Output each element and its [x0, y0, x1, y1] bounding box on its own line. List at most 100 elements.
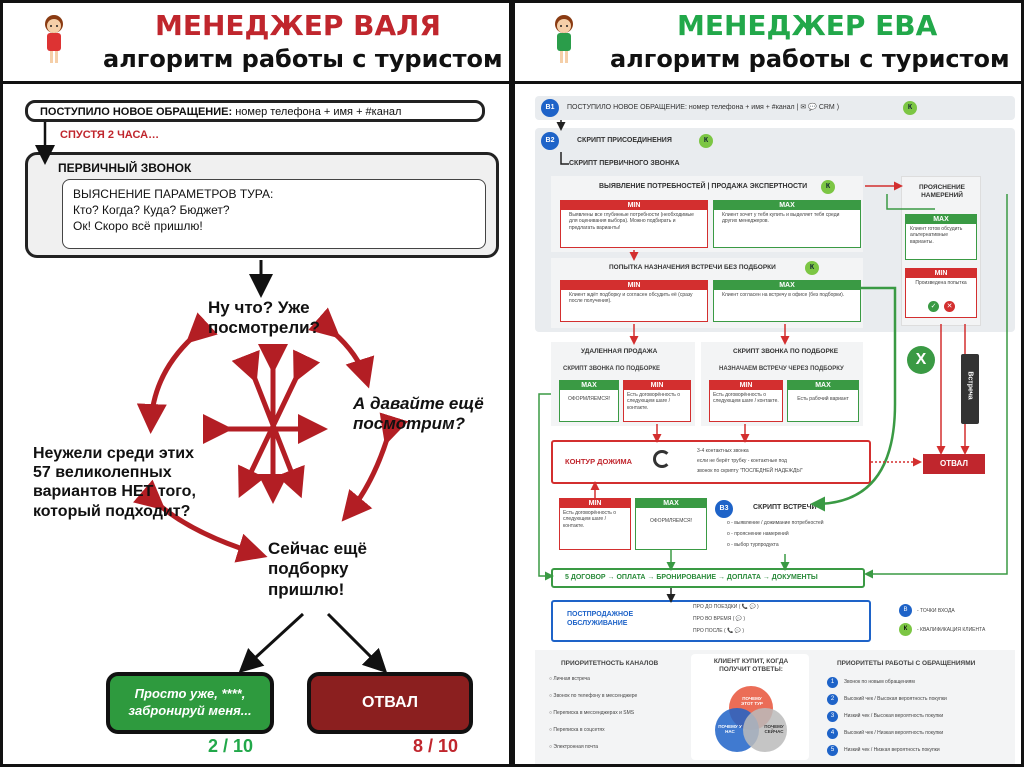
b2-badge: B2 [541, 132, 559, 150]
legend-k-icon: К [899, 623, 912, 636]
x-circle-icon: X [907, 346, 935, 374]
fail-text: ОТВАЛ [940, 459, 968, 468]
b1-text: ПОСТУПИЛО НОВОЕ ОБРАЩЕНИЕ: номер телефон… [567, 104, 840, 111]
channel-item: ○ Личная встреча [549, 676, 590, 682]
meet-max-text: Клиент согласен на встречу в офисе (без … [722, 292, 845, 298]
max-header: MAX [906, 215, 976, 224]
question-bottom: Сейчас ещё подборку пришлю! [268, 539, 367, 599]
venn-diagram [715, 686, 787, 752]
prio-item: 4 Высокий чек / Низкая вероятность покуп… [827, 725, 1007, 742]
format-text: ОФОРМЛЯЕМСЯ! [649, 518, 693, 524]
meeting-script-line: о - прояснение намерений [727, 531, 789, 537]
needs-min-text: Выявлены все глубинные потребности (необ… [569, 212, 694, 231]
result-good-text: Просто уже, ****, забронируй меня... [128, 686, 252, 718]
clarify-title: ПРОЯСНЕНИЕ НАМЕРЕНИЙ [919, 184, 965, 200]
prio-label: Низкий чек / Низкая вероятность покупки [844, 747, 940, 754]
prio-title: ПРИОРИТЕТЫ РАБОТЫ С ОБРАЩЕНИЯМИ [837, 660, 976, 667]
meeting-script-line: о - выбор турпродукта [727, 542, 779, 548]
chain-text: 5 ДОГОВОР → ОПЛАТА → БРОНИРОВАНИЕ → ДОПЛ… [565, 574, 818, 581]
agree-next-text: Есть договорённость о следующем шаге / к… [713, 392, 779, 405]
channel-label: Личная встреча [553, 676, 590, 682]
meeting-strip-label: Встреча [966, 371, 974, 400]
clarify-min-box: MIN Произведена попытка ✓ ✕ [905, 268, 977, 318]
prio-item: 2 Высокий чек / Высокая вероятность поку… [827, 691, 1007, 708]
prio-num: 4 [827, 728, 838, 739]
first-call-title: ПЕРВИЧНЫЙ ЗВОНОК [58, 161, 192, 175]
right-subtitle: алгоритм работы с туристом [610, 45, 1010, 73]
first-call-box: ПЕРВИЧНЫЙ ЗВОНОК ВЫЯСНЕНИЕ ПАРАМЕТРОВ ТУ… [25, 152, 499, 258]
meet-min-box: MIN Клиент ждёт подборку и согласен обсу… [560, 280, 708, 322]
question-right: А давайте ещё посмотрим? [353, 394, 484, 434]
b2-text: СКРИПТ ПРИСОЕДИНЕНИЯ [577, 137, 672, 144]
max-header: MAX [636, 499, 706, 508]
legend-b-text: - ТОЧКИ ВХОДА [917, 608, 955, 614]
call-script-label: СКРИПТ ЗВОНКА ПО ПОДБОРКЕ [563, 366, 661, 372]
request-label: ПОСТУПИЛО НОВОЕ ОБРАЩЕНИЕ: [40, 106, 233, 118]
remote-max-box: MAX ОФОРМЛЯЕМСЯ! [559, 380, 619, 422]
first-call-script: СКРИПТ ПЕРВИЧНОГО ЗВОНКА [569, 160, 680, 167]
setmeet-min-box: MIN Есть договорённость о следующем шаге… [709, 380, 783, 422]
channels-list: ○ Личная встреча ○ Звонок по телефону в … [549, 676, 689, 761]
k-badge: К [699, 134, 713, 148]
legend-k-text: - КВАЛИФИКАЦИЯ КЛИЕНТА [917, 627, 986, 633]
prio-list: 1 Звонок по новым обращениям 2 Высокий ч… [827, 674, 1007, 759]
b1-row [535, 96, 1015, 120]
min-header: MIN [561, 281, 707, 290]
b3-badge: B3 [715, 500, 733, 518]
needs-max-box: MAX Клиент хочет у тебя купить и выделяе… [713, 200, 861, 248]
prio-label: Низкий чек / Высокая вероятность покупки [844, 713, 944, 720]
channel-item: ○ Переписка в мессенджерах и SMS [549, 710, 635, 716]
result-bad-text: ОТВАЛ [362, 694, 418, 711]
after-2h-label: СПУСТЯ 2 ЧАСА… [60, 129, 160, 141]
meeting-script-title: СКРИПТ ВСТРЕЧИ [753, 504, 817, 511]
clarify-max-box: MAX Клиент готов обсудить альтернативные… [905, 214, 977, 260]
min-header: MIN [710, 381, 782, 390]
min-header: MIN [560, 499, 630, 508]
min-header: MIN [561, 201, 707, 210]
channel-item: ○ Электронная почта [549, 744, 599, 750]
k-badge: К [821, 180, 835, 194]
venn-left-label: ПОЧЕМУ У НАС [718, 724, 742, 734]
prio-num: 1 [827, 677, 838, 688]
needs-min-box: MIN Выявлены все глубинные потребности (… [560, 200, 708, 248]
channels-title: ПРИОРИТЕТНОСТЬ КАНАЛОВ [561, 660, 659, 667]
request-bar: ПОСТУПИЛО НОВОЕ ОБРАЩЕНИЕ: номер телефон… [25, 100, 485, 122]
max-header: MAX [714, 281, 860, 290]
right-flow-arrows [538, 120, 1008, 603]
prio-num: 3 [827, 711, 838, 722]
meet-max-box: MAX Клиент согласен на встречу в офисе (… [713, 280, 861, 322]
prio-item: 1 Звонок по новым обращениям [827, 674, 1007, 691]
remote-min-box: MIN Есть договорённость о следующем шаге… [623, 380, 691, 422]
min-header: MIN [906, 269, 976, 278]
k-badge: К [903, 101, 917, 115]
needs-title: ВЫЯВЛЕНИЕ ПОТРЕБНОСТЕЙ | ПРОДАЖА ЭКСПЕРТ… [599, 183, 808, 190]
contour-block [551, 440, 871, 484]
format-text: ОФОРМЛЯЕМСЯ! [567, 396, 611, 402]
params-line: ВЫЯСНЕНИЕ ПАРАМЕТРОВ ТУРА: [73, 187, 274, 201]
bottom-min-box: MIN Есть договорённость о следующем шаге… [559, 498, 631, 550]
channel-label: Переписка в мессенджерах и SMS [553, 710, 635, 716]
channel-item: ○ Переписка в соцсетях [549, 727, 605, 733]
ok-icon: ✓ [928, 301, 939, 312]
max-header: MAX [560, 381, 618, 390]
clarify-max-text: Клиент готов обсудить альтернативные вар… [910, 226, 963, 245]
legend-b-icon: B [899, 604, 912, 617]
min-header: MIN [624, 381, 690, 390]
post-line: ПРО ДО ПОЕЗДКИ ( 📞 💬 ) [693, 604, 759, 610]
meeting-script-line: о - выявление / дожимание потребностей [727, 520, 824, 526]
buy-title: КЛИЕНТ КУПИТ, КОГДА ПОЛУЧИТ ОТВЕТЫ: [713, 658, 789, 674]
question-top: Ну что? Уже посмотрели? [208, 298, 320, 338]
contour-title: КОНТУР ДОЖИМА [565, 457, 633, 466]
prio-num: 5 [827, 745, 838, 756]
needs-max-text: Клиент хочет у тебя купить и выделяет те… [722, 212, 840, 225]
score-good: 2 / 10 [208, 736, 254, 756]
prio-num: 2 [827, 694, 838, 705]
left-header: МЕНЕДЖЕР ВАЛЯ алгоритм работы с туристом [0, 0, 512, 84]
params-line: Кто? Когда? Куда? Бюджет? [73, 203, 230, 218]
right-title: МЕНЕДЖЕР ЕВА [677, 9, 938, 42]
call-script2-title: СКРИПТ ЗВОНКА ПО ПОДБОРКЕ [733, 348, 839, 355]
params-line: Ок! Скоро всё пришлю! [73, 219, 203, 234]
left-panel: ПОСТУПИЛО НОВОЕ ОБРАЩЕНИЕ: номер телефон… [0, 84, 512, 767]
max-header: MAX [788, 381, 858, 390]
meeting-try-title: ПОПЫТКА НАЗНАЧЕНИЯ ВСТРЕЧИ БЕЗ ПОДБОРКИ [609, 264, 776, 271]
